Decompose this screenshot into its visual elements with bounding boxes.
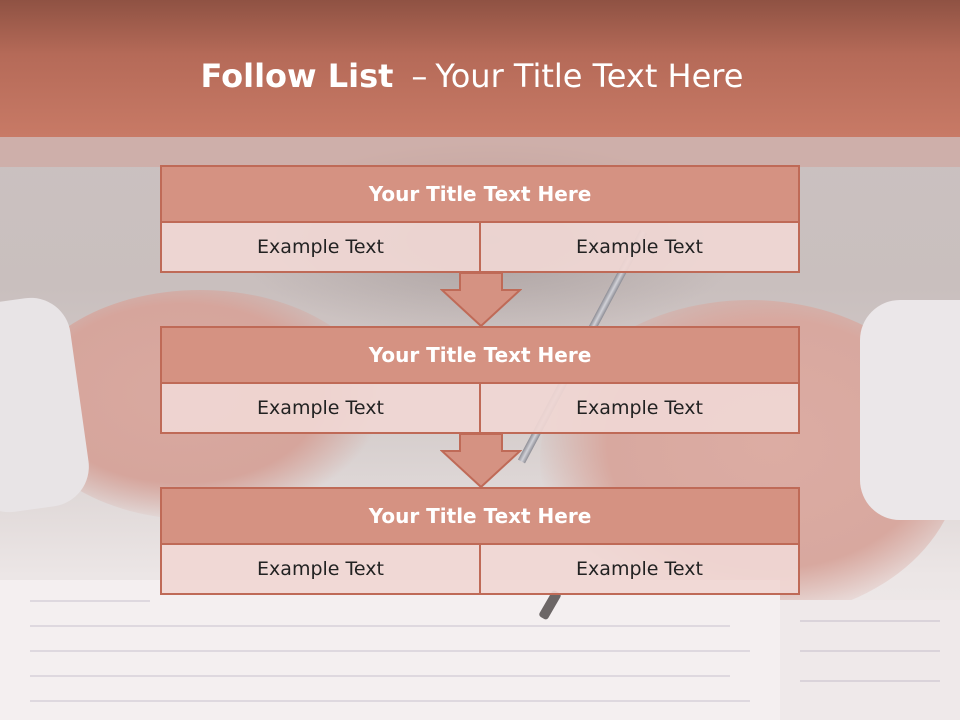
slide-title-bold: Follow List xyxy=(200,57,394,95)
header-strip xyxy=(0,137,960,167)
document-line xyxy=(30,700,750,702)
stage-row: Example Text Example Text xyxy=(160,545,800,595)
document-line xyxy=(30,625,730,627)
stage-cell-left: Example Text xyxy=(160,384,481,434)
slide-title: Follow List–Your Title Text Here xyxy=(0,56,944,96)
document-line xyxy=(800,650,940,652)
slide-title-rest: Your Title Text Here xyxy=(435,57,744,95)
stage-row: Example Text Example Text xyxy=(160,384,800,434)
stage-cell-left: Example Text xyxy=(160,545,481,595)
stage-title: Your Title Text Here xyxy=(160,326,800,384)
stage-title: Your Title Text Here xyxy=(160,165,800,223)
background-document xyxy=(0,580,780,720)
stage-row: Example Text Example Text xyxy=(160,223,800,273)
down-arrow-icon xyxy=(440,272,522,328)
background-document-right xyxy=(780,600,960,720)
stage-cell-right: Example Text xyxy=(481,223,800,273)
header-band xyxy=(0,0,960,137)
document-line xyxy=(800,680,940,682)
stage-cell-left: Example Text xyxy=(160,223,481,273)
down-arrow-icon xyxy=(440,433,522,489)
document-line xyxy=(800,620,940,622)
stage-title: Your Title Text Here xyxy=(160,487,800,545)
stage-3: Your Title Text Here Example Text Exampl… xyxy=(160,487,800,595)
document-line xyxy=(30,600,150,602)
document-line xyxy=(30,650,750,652)
document-line xyxy=(30,675,730,677)
background-right-sleeve xyxy=(860,300,960,520)
stage-cell-right: Example Text xyxy=(481,545,800,595)
stage-2: Your Title Text Here Example Text Exampl… xyxy=(160,326,800,434)
stage-cell-right: Example Text xyxy=(481,384,800,434)
slide-title-dash: – xyxy=(411,57,428,95)
stage-1: Your Title Text Here Example Text Exampl… xyxy=(160,165,800,273)
